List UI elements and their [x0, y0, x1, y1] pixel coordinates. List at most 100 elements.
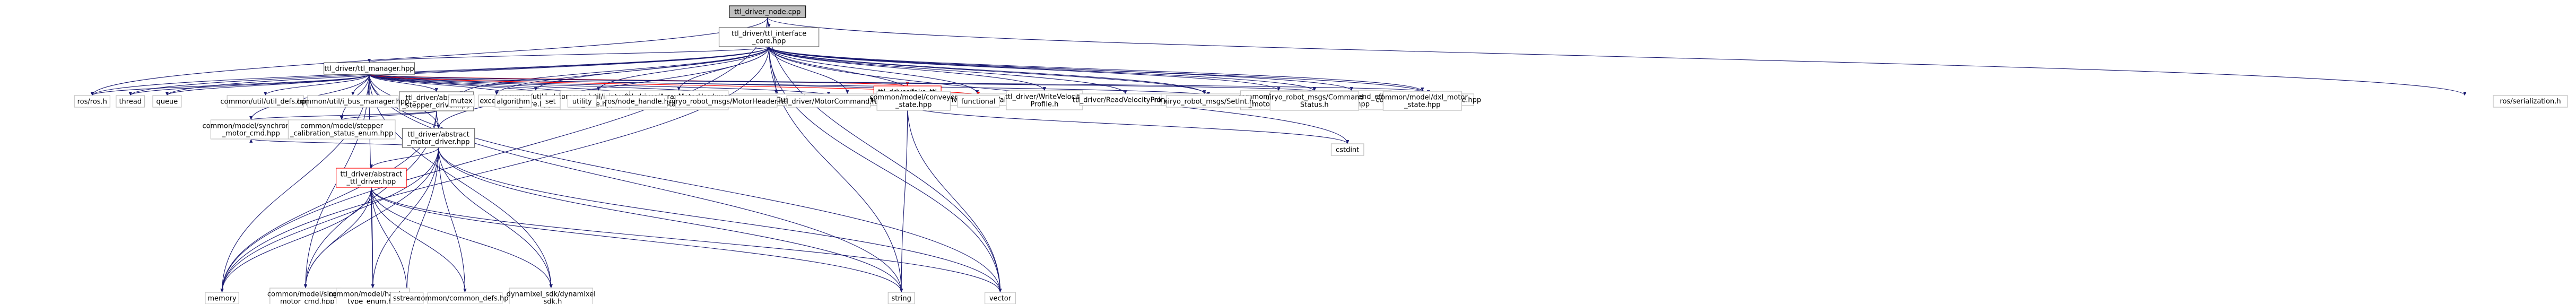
- node-box: [74, 95, 110, 108]
- edge-ttl_drv-to-sstream: [371, 187, 409, 293]
- node-label: ttl_driver_node.cpp: [734, 8, 800, 16]
- edge-manager-to-setint: [369, 74, 1210, 96]
- node-label: Profile.h: [1031, 101, 1059, 109]
- node-syncmotor[interactable]: common/model/synchronize_motor_cmd.hpp: [202, 119, 300, 140]
- node-label: ros/ros.h: [77, 98, 107, 106]
- node-box: [307, 95, 399, 108]
- node-label: set: [545, 98, 556, 106]
- node-rosser[interactable]: ros/serialization.h: [2493, 95, 2568, 108]
- node-singlecmd[interactable]: common/model/single_motor_cmd.hpp: [267, 288, 344, 304]
- edge-iface-to-string: [769, 46, 903, 293]
- node-label: ros/serialization.h: [2500, 98, 2561, 106]
- node-box: [1165, 95, 1251, 108]
- node-box: [1006, 90, 1083, 110]
- edge-manager-to-ttldefs: [264, 74, 370, 96]
- edge-motor_drv-to-sstream: [405, 147, 439, 293]
- node-set[interactable]: set: [540, 95, 561, 108]
- node-box: [1269, 91, 1359, 111]
- node-dxlstate[interactable]: common/model/dxl_motor_state.hpp: [1377, 91, 1468, 111]
- edge-motor_drv-to-dxlsdk: [438, 147, 553, 289]
- node-box: [675, 95, 778, 108]
- node-box: [1382, 91, 1462, 111]
- node-box: [288, 119, 396, 140]
- node-commondefs[interactable]: common/common_defs.hpp: [417, 292, 513, 304]
- node-calib[interactable]: common/model/stepper_calibration_status_…: [288, 119, 396, 140]
- edge-motor_drv-to-hwenum: [371, 147, 439, 289]
- node-label: _motor_cmd.hpp: [222, 130, 280, 138]
- edge-fake-to-cstdint: [907, 105, 1350, 144]
- node-setint[interactable]: niryo_robot_msgs/SetInt.h: [1163, 95, 1254, 108]
- node-queue[interactable]: queue: [152, 95, 182, 108]
- node-nodehandle[interactable]: ros/node_handle.h: [605, 95, 668, 108]
- node-utility[interactable]: utility: [567, 95, 597, 108]
- edge-ttl_drv-to-vector: [371, 187, 1002, 293]
- node-label: common/model/single: [267, 291, 344, 299]
- edge-motor_drv-to-commondefs: [438, 147, 467, 293]
- node-label: common/model/stepper: [300, 123, 383, 131]
- edge-iface-to-manager: [368, 46, 770, 63]
- edge-root-to-vector: [767, 17, 1002, 293]
- node-label: memory: [207, 295, 237, 303]
- edge-root-to-memory: [220, 17, 768, 293]
- node-ttl_drv[interactable]: ttl_driver/abstract_ttl_driver.hpp: [335, 168, 407, 188]
- node-label: vector: [989, 295, 1012, 303]
- node-cstdint[interactable]: cstdint: [1330, 143, 1364, 156]
- node-memory[interactable]: memory: [205, 292, 239, 304]
- edge-manager-to-memory: [220, 74, 370, 293]
- node-box: [729, 5, 806, 18]
- node-motorheader[interactable]: niryo_robot_msgs/MotorHeader.h: [669, 95, 783, 108]
- node-ttldefs[interactable]: common/util/util_defs.hpp: [220, 95, 310, 108]
- edge-motor_drv-to-memory: [220, 147, 439, 293]
- node-sstream[interactable]: sstream: [390, 292, 424, 304]
- node-mutex[interactable]: mutex: [448, 94, 475, 107]
- node-label: _sdk.h: [539, 298, 562, 304]
- node-rosros[interactable]: ros/ros.h: [74, 95, 110, 108]
- node-manager[interactable]: ttl_driver/ttl_manager.hpp: [323, 62, 415, 75]
- node-label: mutex: [450, 98, 473, 106]
- edge-iface-to-cmdstatus: [769, 46, 1316, 92]
- node-box: [985, 292, 1016, 304]
- node-box: [448, 94, 475, 107]
- node-label: common/util/i_bus_manager.hpp: [297, 98, 409, 106]
- edge-ttl_drv-to-dxlsdk: [371, 187, 553, 289]
- edge-root-to-rosser: [767, 17, 2467, 96]
- edge-fake-to-string: [900, 105, 908, 293]
- edge-iface-to-writevel: [769, 46, 1046, 91]
- node-dxlsdk[interactable]: dynamixel_sdk/dynamixel_sdk.h: [507, 288, 596, 304]
- node-label: niryo_robot_msgs/SetInt.h: [1163, 98, 1254, 106]
- node-functional[interactable]: functional: [957, 95, 1000, 108]
- node-box: [718, 27, 820, 47]
- node-box: [494, 95, 532, 108]
- node-box: [876, 91, 951, 111]
- node-box: [540, 95, 561, 108]
- node-vector[interactable]: vector: [985, 292, 1016, 304]
- edge-iface-to-toolstate: [769, 46, 1430, 94]
- node-busmgr[interactable]: common/util/i_bus_manager.hpp: [297, 95, 409, 108]
- node-motor_drv[interactable]: ttl_driver/abstract_motor_driver.hpp: [402, 128, 475, 148]
- node-motorcmd[interactable]: ttl_driver/MotorCommand.h: [781, 95, 876, 108]
- node-string[interactable]: string: [887, 292, 915, 304]
- node-label: _state.hpp: [895, 101, 932, 109]
- edge-iface-to-vector: [769, 46, 1002, 293]
- node-label: _ttl_driver.hpp: [346, 178, 396, 186]
- node-conveyor[interactable]: common/model/conveyor_state.hpp: [869, 91, 958, 111]
- node-label: niryo_robot_msgs/MotorHeader.h: [669, 98, 783, 106]
- node-iface[interactable]: ttl_driver/ttl_interface_core.hpp: [718, 27, 820, 47]
- node-algorithm[interactable]: algorithm: [494, 95, 532, 108]
- node-readvel[interactable]: ttl_driver/ReadVelocityProfile.h: [1073, 93, 1178, 106]
- edge-stepper_drv-to-syncmotor: [249, 110, 437, 120]
- node-box: [227, 95, 304, 108]
- node-label: _type_enum.hpp: [344, 298, 402, 304]
- node-label: ros/node_handle.h: [605, 98, 668, 106]
- edge-ttl_drv-to-hwenum: [371, 187, 375, 289]
- node-box: [152, 95, 182, 108]
- node-thread[interactable]: thread: [116, 95, 145, 108]
- node-label: sstream: [393, 295, 421, 303]
- node-label: cstdint: [1336, 146, 1359, 154]
- node-label: _calibration_status_enum.hpp: [290, 130, 393, 138]
- node-root[interactable]: ttl_driver_node.cpp: [729, 5, 806, 18]
- edge-manager-to-stepper_drv: [369, 74, 438, 92]
- node-label: ttl_driver/ttl_manager.hpp: [324, 65, 414, 73]
